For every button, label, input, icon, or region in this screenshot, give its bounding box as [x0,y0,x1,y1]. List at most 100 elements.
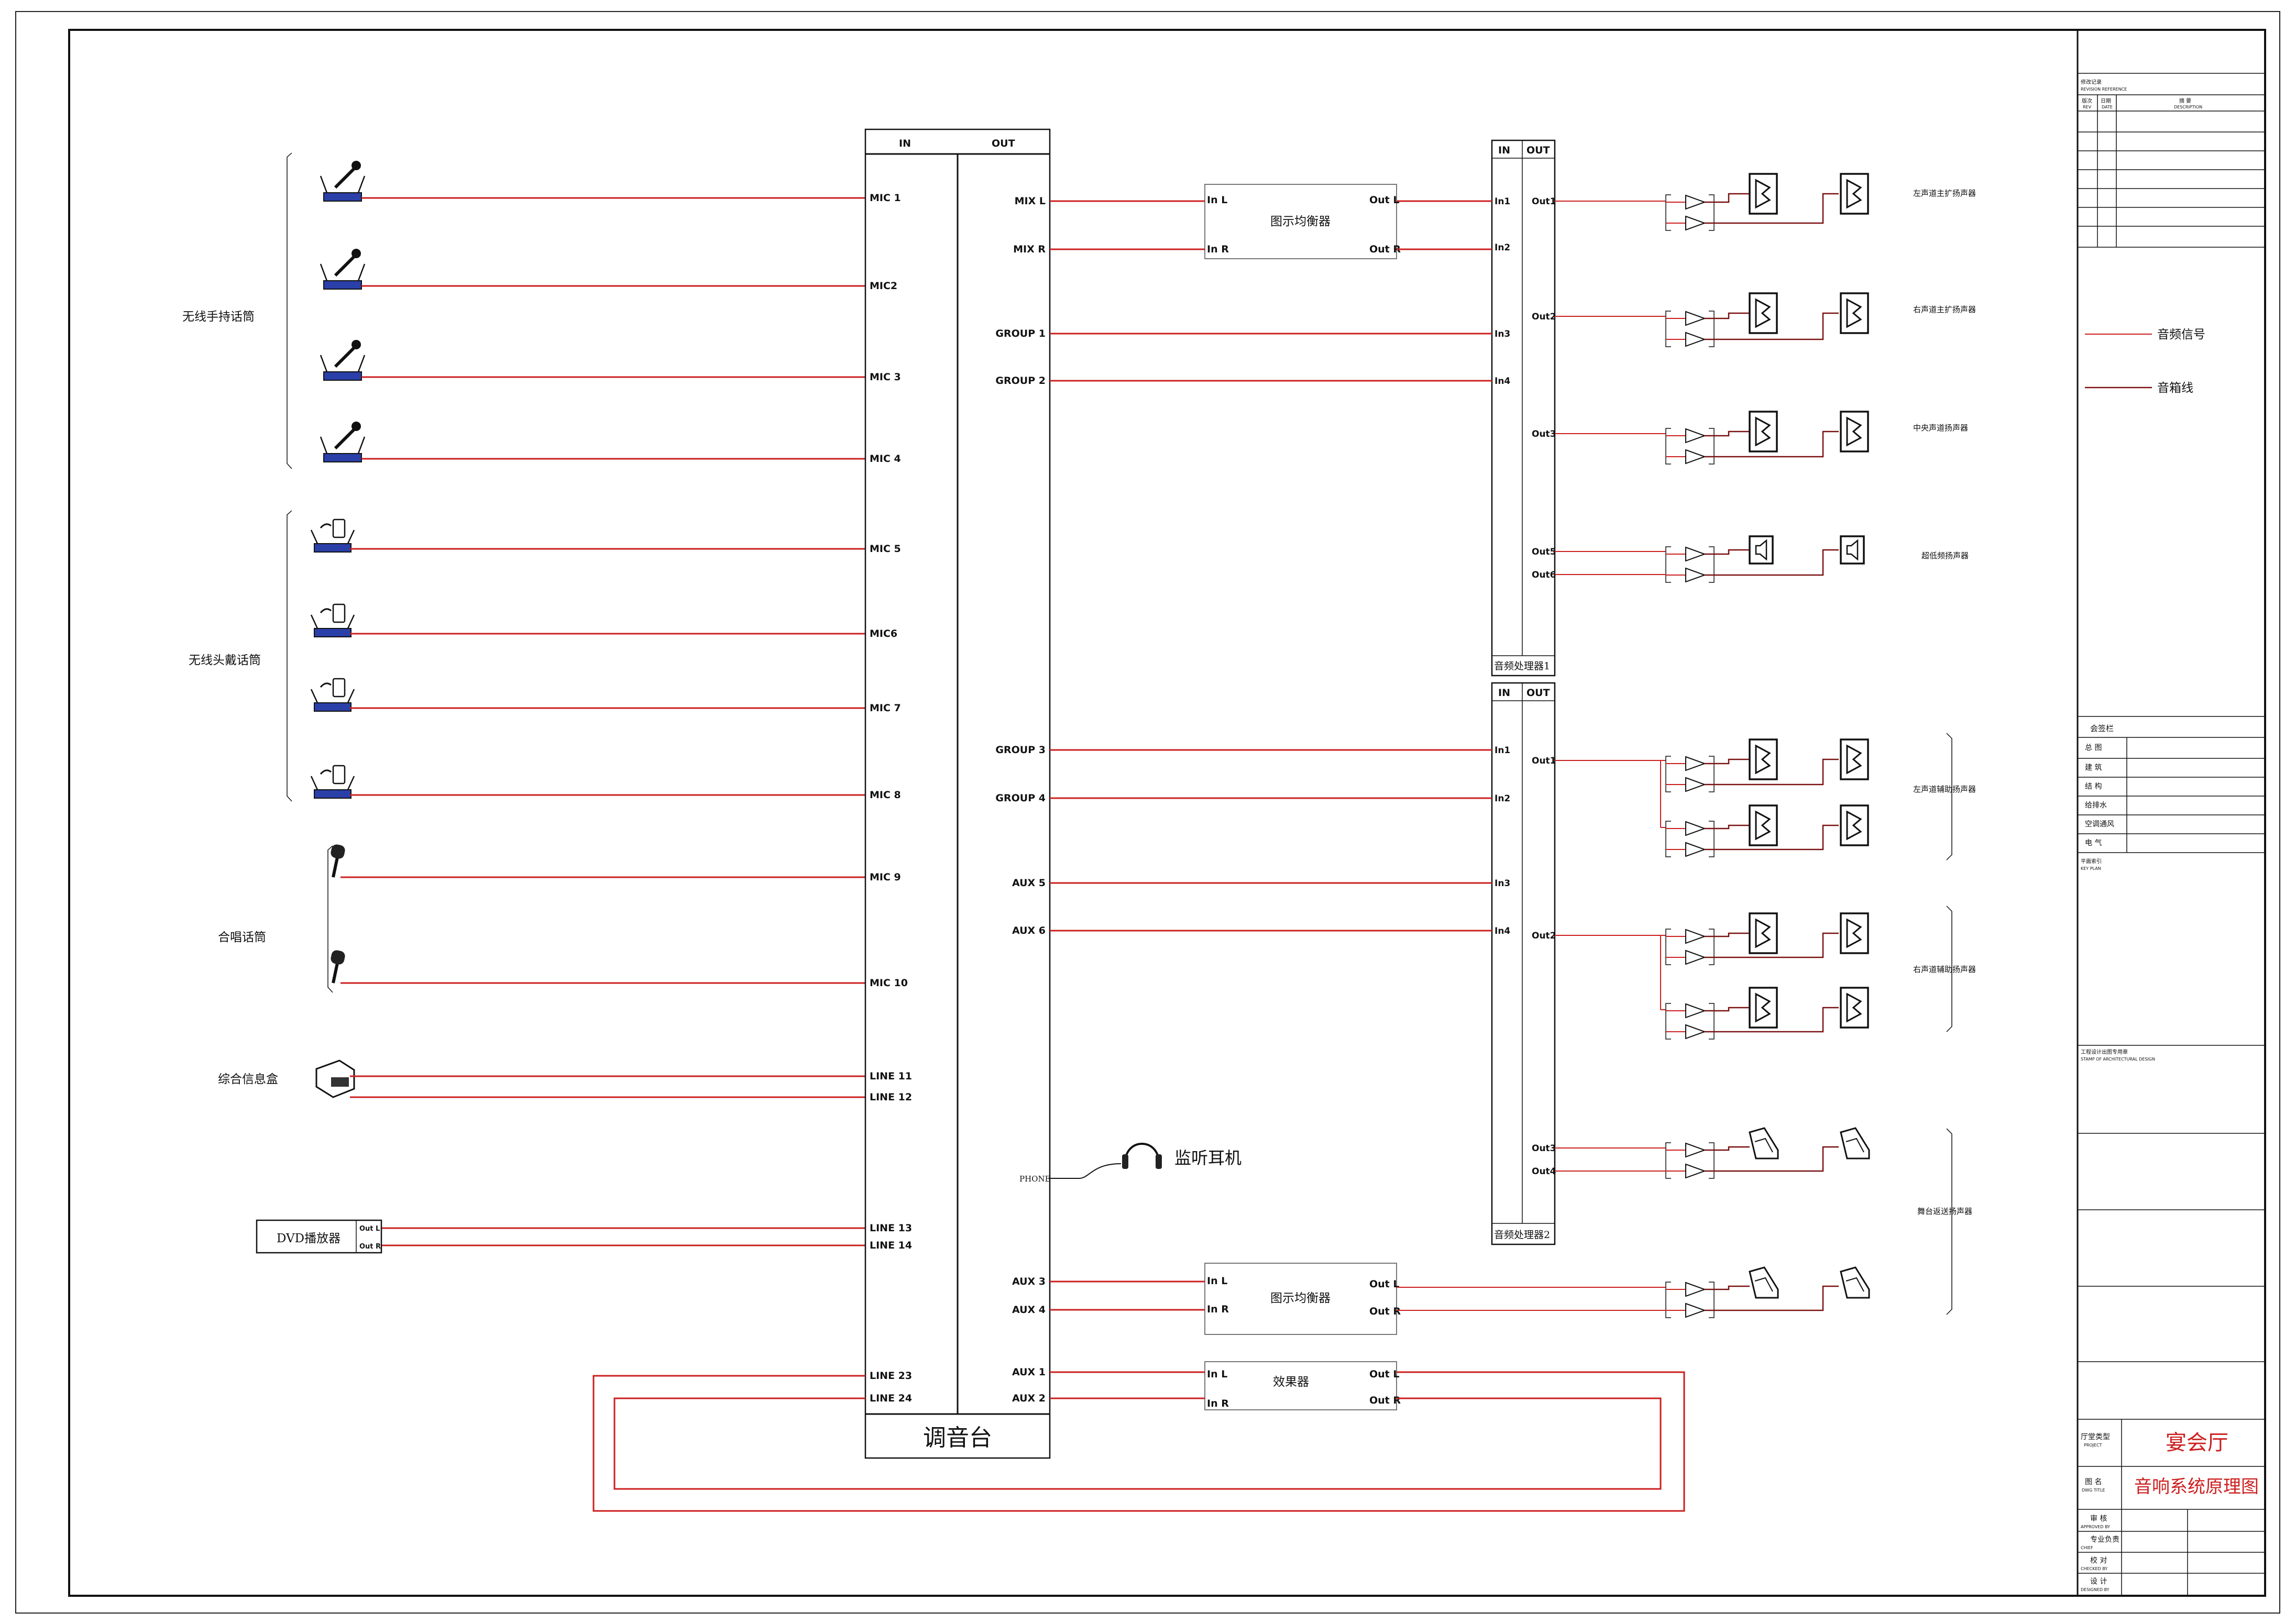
speaker-label-stage-monitor: 舞台返送扬声器 [1917,1207,1972,1216]
role-4-cn: 设 计 [2090,1577,2107,1586]
title-block: 修改记录 REVISION REFERENCE 版次 日期 摘 要 REV DA… [2077,30,2266,1596]
mixer-input-16: LINE 24 [870,1393,912,1404]
group-label-handheld-mics: 无线手持话筒 [182,310,255,324]
fx-in-l: In L [1207,1368,1227,1380]
proc-2-input-1: In1 [1495,745,1510,756]
mixer-output-3: GROUP 1 [995,328,1046,339]
proc-1-input-4: In4 [1495,376,1510,387]
role-1-cn: 审 核 [2090,1515,2107,1523]
mixer-input-5: MIC 5 [870,543,901,555]
audio-processor-2: IN OUT 音频处理器2 [1491,682,1556,1245]
choir-mic-icon [331,950,345,984]
drawing-label: 图 名 [2085,1478,2102,1486]
project-label-en: PROJECT [2084,1443,2102,1448]
proc-1-out-header: OUT [1526,145,1550,156]
mixer-input-6: MIC6 [870,628,897,639]
proc-2-output-3: Out3 [1532,1143,1556,1154]
eq-1-in-l: In L [1207,194,1227,206]
role-3-en: CHECKED BY [2081,1566,2107,1571]
fx-name: 效果器 [1273,1375,1309,1389]
mixer-output-1: MIX L [1015,195,1046,207]
revision-title: 修改记录 [2081,79,2102,85]
group-label-info-box: 综合信息盒 [218,1073,278,1086]
wireless-headset-mic-icon [310,603,355,637]
fx-in-r: In R [1207,1398,1229,1409]
proc-2-input-4: In4 [1495,926,1510,936]
mixer-output-5: GROUP 3 [995,744,1046,756]
mixer-out-header: OUT [992,138,1015,149]
proc-2-output-2: Out2 [1532,931,1556,941]
audio-processor-1: IN OUT 音频处理器1 [1491,139,1556,677]
wireless-handheld-mic-icon [320,161,366,202]
proc-2-out-header: OUT [1526,687,1550,699]
eq-2-in-r: In R [1207,1304,1229,1315]
role-1-en: APPROVED BY [2081,1525,2110,1529]
role-4-en: DESIGNED BY [2081,1587,2110,1592]
role-2-en: CHIEF [2081,1545,2093,1550]
discipline-3: 结 构 [2085,782,2102,791]
eq-1: 图示均衡器 In L In R Out L Out R [1204,184,1401,259]
speaker-label-aux-right: 右声道辅助扬声器 [1913,965,1976,974]
mixer-input-1: MIC 1 [870,192,901,204]
mixer-name: 调音台 [923,1425,992,1451]
speaker-chain-stage-a [1555,1127,1870,1179]
headphone-label: 监听耳机 [1174,1148,1242,1168]
role-3-cn: 校 对 [2090,1556,2107,1565]
info-box-icon [315,1059,355,1098]
mixer-output-2: MIX R [1013,244,1046,255]
mixer-input-9: MIC 9 [870,871,901,883]
project-label: 厅堂类型 [2081,1433,2110,1441]
mixer-input-4: MIC 4 [870,453,901,465]
wireless-headset-mic-icon [310,765,355,799]
speaker-chain-stage-b [1397,1266,1870,1318]
eq-2-out-l: Out L [1369,1278,1399,1290]
mixer-output-6: GROUP 4 [995,792,1046,804]
wireless-handheld-mic-icon [320,340,366,381]
dvd-player-box [256,1219,382,1254]
proc-2-in-header: IN [1498,687,1510,699]
speaker-chain-subwoofer [1555,535,1865,583]
mixer-output-10: AUX 4 [1012,1304,1046,1316]
stamp-label: 工程设计出图专用章 [2081,1048,2128,1055]
role-2-cn: 专业负责 [2090,1536,2119,1544]
rev-col-date: 日期 [2101,98,2111,104]
mixer-output-9: AUX 3 [1012,1276,1046,1287]
eq-2-name: 图示均衡器 [1270,1291,1331,1305]
proc-1-output-2: Out2 [1532,312,1556,322]
mixer-input-14: LINE 14 [870,1240,912,1251]
rev-col-desc: 摘 要 [2179,97,2191,104]
proc-1-input-1: In1 [1495,196,1510,207]
proc-1-output-1: Out1 [1532,196,1556,207]
mixer-output-4: GROUP 2 [995,375,1046,387]
discipline-6: 电 气 [2085,839,2102,847]
stamp-label-en: STAMP OF ARCHITECTURAL DESIGN [2081,1057,2155,1062]
mixer-output-8: AUX 6 [1012,925,1046,936]
group-label-choir-mics: 合唱话筒 [218,931,266,944]
key-plan-label-en: KEY PLAN [2081,866,2101,871]
speaker-label-main-right: 右声道主扩扬声器 [1913,305,1976,314]
wireless-headset-mic-icon [310,678,355,712]
proc-2-input-2: In2 [1495,793,1510,804]
mixer-output-7: AUX 5 [1012,877,1046,889]
proc-1-input-2: In2 [1495,242,1510,253]
fx-out-l: Out L [1369,1368,1399,1380]
legend-speaker-label: 音箱线 [2157,381,2193,395]
wireless-handheld-mic-icon [320,422,366,462]
dvd-out-l: Out L [359,1225,380,1233]
mixer-input-12: LINE 12 [870,1091,912,1103]
proc-1-output-4: Out5 [1532,547,1556,557]
fx-return-loop [592,1371,1685,1512]
discipline-5: 空调通风 [2085,820,2114,829]
legend-signal-label: 音频信号 [2157,328,2205,341]
speaker-labels: 左声道主扩扬声器 右声道主扩扬声器 中央声道扬声器 超低频扬声器 左声道辅助扬声… [1913,189,1976,1315]
eq-2-out-r: Out R [1369,1306,1401,1317]
wireless-headset-mic-icon [310,518,355,553]
proc-2-name: 音频处理器2 [1494,1229,1550,1241]
proc-1-input-3: In3 [1495,329,1510,339]
dvd-player-label: DVD播放器 [277,1232,340,1245]
speaker-chain-center [1555,411,1869,465]
mixer: IN OUT 调音台 [864,128,1051,1459]
speaker-chain-aux-right-b [1661,987,1869,1040]
proc-1-output-3: Out3 [1532,429,1556,439]
drawing-value: 音响系统原理图 [2134,1476,2259,1497]
